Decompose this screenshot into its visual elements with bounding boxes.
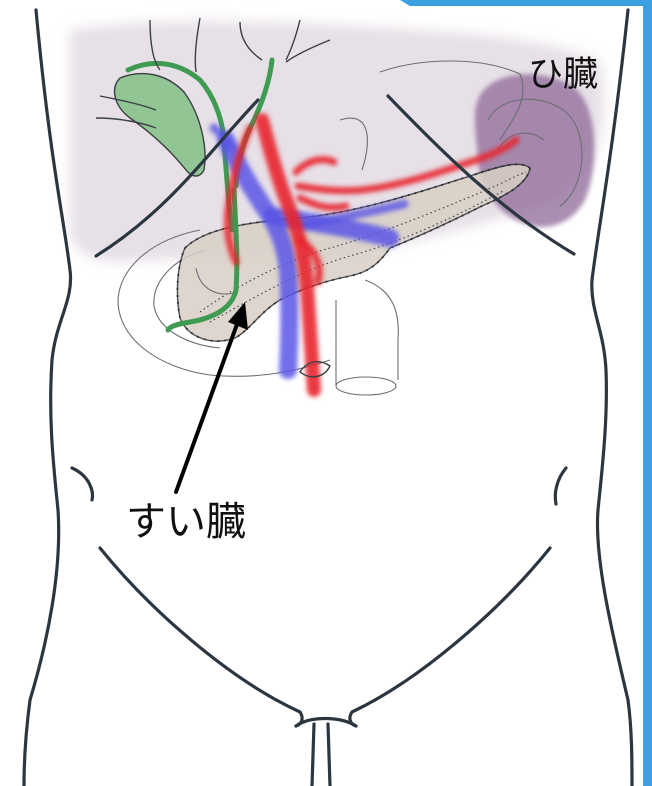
leg-inner-right <box>328 724 330 786</box>
torso-left-side <box>24 10 71 786</box>
intestine-opening <box>336 377 396 395</box>
pancreas-label: すい臓 <box>126 502 246 542</box>
leg-inner-left <box>312 724 314 786</box>
groin-left <box>100 548 302 726</box>
hip-crease-left <box>72 468 92 500</box>
spleen-label: ひ臓 <box>528 58 598 93</box>
pancreas-arrow-line <box>176 316 240 492</box>
groin-right <box>350 548 550 726</box>
edge-accent-corner <box>400 0 652 6</box>
hip-crease-right <box>555 468 566 504</box>
edge-accent <box>643 0 652 786</box>
intestine-tube <box>365 280 398 380</box>
groin-center <box>296 719 356 727</box>
